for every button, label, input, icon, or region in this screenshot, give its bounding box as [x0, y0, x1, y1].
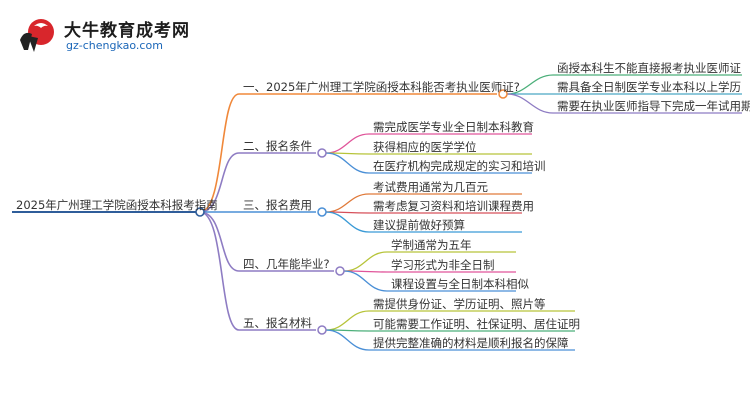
leaf-node[interactable]: 考试费用通常为几百元: [373, 180, 488, 194]
leaf-connector: [343, 270, 388, 292]
branch-node-3[interactable]: 三、报名费用: [243, 198, 312, 212]
leaf-node[interactable]: 需完成医学专业全日制本科教育: [373, 120, 534, 134]
leaf-connector: [343, 251, 388, 272]
branch-collapse-toggle[interactable]: [317, 148, 327, 158]
branch-collapse-toggle[interactable]: [335, 266, 345, 276]
branch-connector: [199, 211, 240, 272]
leaf-node[interactable]: 需具备全日制医学专业本科以上学历: [557, 80, 741, 94]
branch-connector: [199, 211, 240, 331]
site-logo[interactable]: 大牛教育成考网 gz-chengkao.com: [14, 14, 204, 58]
leaf-node[interactable]: 提供完整准确的材料是顺利报名的保障: [373, 336, 569, 350]
leaf-connector: [325, 152, 370, 174]
leaf-node[interactable]: 在医疗机构完成规定的实习和培训: [373, 159, 546, 173]
branch-collapse-toggle[interactable]: [317, 325, 327, 335]
branch-node-4[interactable]: 四、几年能毕业?: [243, 257, 330, 271]
leaf-node[interactable]: 需要在执业医师指导下完成一年试用期: [557, 99, 750, 113]
branch-connector: [199, 93, 240, 213]
leaf-node[interactable]: 可能需要工作证明、社保证明、居住证明: [373, 317, 580, 331]
leaf-connector: [325, 133, 370, 154]
leaf-connector: [506, 93, 554, 114]
branch-collapse-toggle[interactable]: [498, 89, 508, 99]
branch-node-2[interactable]: 二、报名条件: [243, 139, 312, 153]
leaf-connector: [325, 193, 370, 213]
leaf-node[interactable]: 函授本科生不能直接报考执业医师证: [557, 61, 741, 75]
leaf-node[interactable]: 建议提前做好预算: [373, 218, 465, 232]
leaf-node[interactable]: 需考虑复习资料和培训课程费用: [373, 199, 534, 213]
leaf-connector: [325, 211, 370, 233]
branch-collapse-toggle[interactable]: [317, 207, 327, 217]
branch-node-1[interactable]: 一、2025年广州理工学院函授本科能否考执业医师证?: [243, 80, 520, 94]
leaf-connector: [325, 329, 370, 351]
leaf-node[interactable]: 课程设置与全日制本科相似: [391, 277, 529, 291]
root-node[interactable]: 2025年广州理工学院函授本科报考指南: [16, 198, 218, 212]
root-collapse-toggle[interactable]: [195, 207, 205, 217]
logo-title: 大牛教育成考网: [64, 21, 190, 41]
branch-connector: [199, 152, 240, 213]
branch-node-5[interactable]: 五、报名材料: [243, 316, 312, 330]
leaf-node[interactable]: 学习形式为非全日制: [391, 258, 495, 272]
logo-url[interactable]: gz-chengkao.com: [66, 39, 163, 52]
leaf-connector: [325, 310, 370, 331]
bull-logo-icon: [20, 19, 54, 52]
leaf-node[interactable]: 获得相应的医学学位: [373, 140, 477, 154]
leaf-node[interactable]: 需提供身份证、学历证明、照片等: [373, 297, 546, 311]
leaf-node[interactable]: 学制通常为五年: [391, 238, 472, 252]
